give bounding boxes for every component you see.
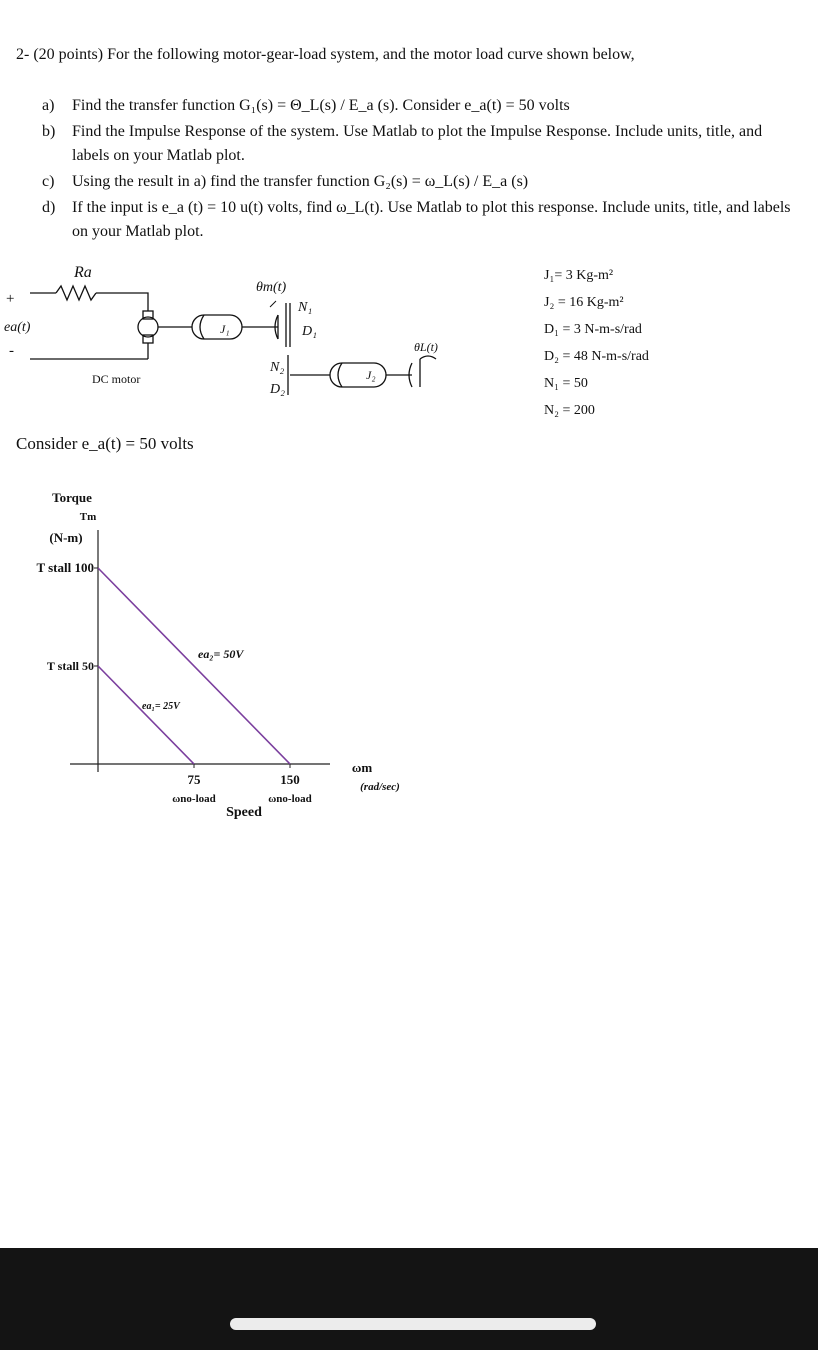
ylabel-torque: Torque [52,490,92,505]
question-letter: d) [42,199,56,216]
series-label-1: ea₁= 25V [142,701,181,712]
param-n1: N₁ = 50 [544,376,588,391]
question-letter: b) [42,123,56,140]
label-ea: ea(t) [4,320,31,335]
label-theta-l: θL(t) [414,340,438,354]
question-list: a) Find the transfer function G₁(s) = Θ_… [42,94,802,246]
question-text: If the input is e_a (t) = 10 u(t) volts,… [72,199,791,240]
label-theta-m: θm(t) [256,280,287,295]
series-line-0 [97,567,291,765]
label-j1: J₁ [220,322,230,336]
question-text: Find the transfer function G₁(s) = Θ_L(s… [72,97,570,114]
label-n1: N₁ [297,300,312,315]
param-d2: D₂ = 48 N-m-s/rad [544,349,649,364]
question-letter: a) [42,97,55,114]
label-ra: Ra [73,264,92,281]
series-line-1 [97,665,195,765]
circuit-minus: - [9,343,14,359]
question-letter: c) [42,173,55,190]
question-text: Find the Impulse Response of the system.… [72,123,763,164]
question-item-c: c) Using the result in a) find the trans… [42,170,802,194]
x-tick-label-1: 150 [280,772,300,787]
param-n2: N₂ = 200 [544,403,595,418]
label-dc-motor: DC motor [92,372,140,386]
label-j2: J₂ [366,368,376,382]
x-tick-sublabel-1: ωno-load [268,793,312,805]
load-symbol [408,362,413,388]
torque-speed-chart: ea₂= 50V ea₁= 25V T stall 100 T stall 50 75… [36,490,400,820]
question-item-b: b) Find the Impulse Response of the syst… [42,120,802,168]
series-label-0: ea₂= 50V [198,647,244,661]
question-item-a: a) Find the transfer function G₁(s) = Θ_… [42,94,802,118]
x-tick-sublabel-0: ωno-load [172,793,216,805]
parameter-list: J₁= 3 Kg-m² J₂ = 16 Kg-m² D₁ = 3 N-m-s/r… [544,262,649,424]
circuit-plus: + [6,291,14,307]
ylabel-unit: (N-m) [49,530,82,545]
x-tick-label-0: 75 [188,772,202,787]
question-text: Using the result in a) find the transfer… [72,173,529,190]
label-n2: N₂ [269,360,284,375]
resistor-symbol [55,284,97,302]
ylabel-tm: Tm [80,511,97,523]
x-axis-symbol: ωm [352,760,373,775]
param-d1: D₁ = 3 N-m-s/rad [544,322,642,337]
consider-text: Consider e_a(t) = 50 volts [16,434,194,453]
motor-brush-top [142,310,154,320]
y-tick-label-0: T stall 100 [36,560,94,575]
xlabel-speed: Speed [226,805,262,820]
home-indicator[interactable] [230,1318,596,1330]
x-axis-unit: (rad/sec) [360,781,400,793]
y-tick-label-1: T stall 50 [47,659,94,673]
motor-brush-bottom [142,334,154,344]
motor-gear-load-diagram: + - ea(t) Ra DC motor J₁ θm(t) N₁ D₁ N₂ … [4,264,438,397]
phone-home-bar [0,1248,818,1350]
problem-header: 2- (20 points) For the following motor-g… [16,46,635,63]
param-j2: J₂ = 16 Kg-m² [544,295,624,310]
motor-armature [137,316,159,338]
param-j1: J₁= 3 Kg-m² [544,268,614,283]
label-d1: D₁ [301,324,317,339]
question-item-d: d) If the input is e_a (t) = 10 u(t) vol… [42,196,802,244]
label-d2: D₂ [269,382,285,397]
